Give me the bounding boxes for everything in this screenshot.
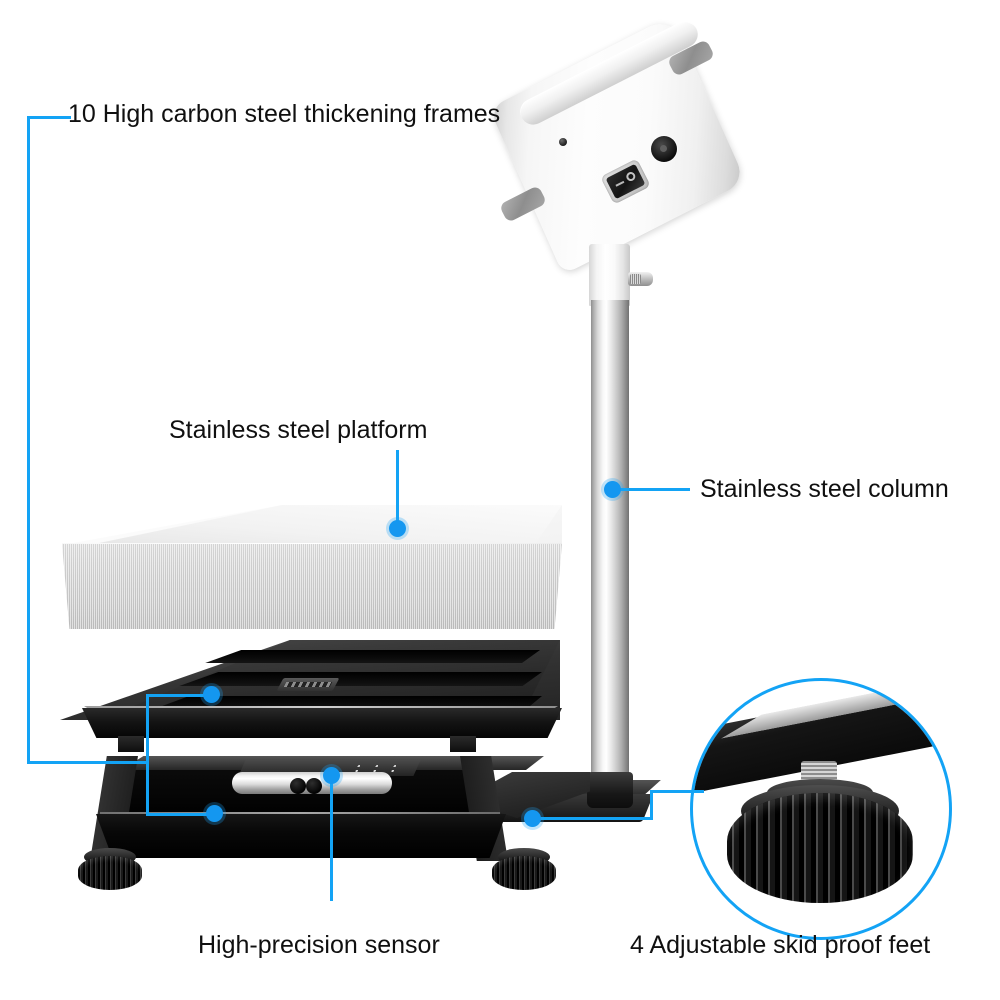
callout-label-frames: 10 High carbon steel thickening frames	[68, 100, 501, 128]
stainless-steel-column	[591, 300, 629, 800]
callout-frames-marker-upper	[203, 686, 220, 703]
callout-frames-leader-top	[27, 116, 71, 119]
dc-jack-pin	[660, 145, 667, 152]
callout-feet-leader-h1	[533, 817, 653, 820]
power-on-dash-icon	[615, 180, 625, 187]
base-frame-edge-highlight	[100, 812, 500, 815]
adjustable-foot-detail-inset	[690, 678, 952, 940]
frame-center-bracket	[276, 678, 340, 691]
power-off-circle-icon	[624, 170, 637, 183]
platform-top-face	[89, 505, 562, 545]
callout-label-feet: 4 Adjustable skid proof feet	[630, 931, 931, 959]
upper-frame-side-face	[82, 708, 562, 738]
platform-front-face	[62, 544, 562, 629]
base-steel-frame	[60, 748, 590, 898]
callout-frames-leader-upper	[146, 694, 212, 697]
callout-label-platform: Stainless steel platform	[169, 416, 428, 444]
frame-slot	[179, 672, 542, 686]
column-lock-knob[interactable]	[628, 272, 653, 286]
callout-column-leader	[618, 488, 690, 491]
stainless-steel-platform	[62, 505, 562, 630]
callout-frames-leader-branch	[146, 694, 149, 816]
callout-feet-leader-v	[650, 790, 653, 820]
dc-power-jack-icon	[651, 136, 677, 162]
callout-label-sensor: High-precision sensor	[198, 931, 440, 959]
callout-label-column: Stainless steel column	[700, 475, 949, 503]
column-base-collar	[587, 772, 633, 808]
scale-display-head	[489, 15, 746, 275]
frame-slot	[205, 650, 540, 663]
callout-frames-leader-spine	[27, 116, 30, 764]
callout-feet-marker	[524, 810, 541, 827]
upper-frame-stub	[118, 736, 144, 752]
sensor-hole	[306, 778, 322, 794]
sensor-hole	[290, 778, 306, 794]
callout-column-marker	[604, 481, 621, 498]
upper-frame-edge-highlight	[84, 706, 558, 709]
vent-hole-icon	[559, 138, 567, 146]
foot-ribbed-disc	[492, 856, 556, 890]
column-neck	[589, 244, 630, 306]
adjustable-foot	[78, 846, 142, 892]
upper-frame-stub	[450, 736, 476, 752]
callout-platform-leader	[396, 450, 399, 528]
adjustable-foot	[492, 846, 556, 892]
callout-sensor-marker	[323, 767, 340, 784]
foot-ribbed-disc	[78, 856, 142, 890]
callout-frames-marker-lower	[206, 805, 223, 822]
inset-foot-ribbed-disc	[727, 793, 913, 903]
upper-steel-frame	[60, 640, 562, 752]
load-cell-sensor	[232, 760, 421, 802]
callout-sensor-leader	[330, 775, 333, 901]
base-frame-front-face	[96, 814, 506, 858]
callout-frames-leader-mid	[27, 761, 149, 764]
callout-frames-leader-lower	[146, 813, 214, 816]
callout-platform-marker	[389, 520, 406, 537]
callout-feet-leader-h2	[650, 790, 704, 793]
